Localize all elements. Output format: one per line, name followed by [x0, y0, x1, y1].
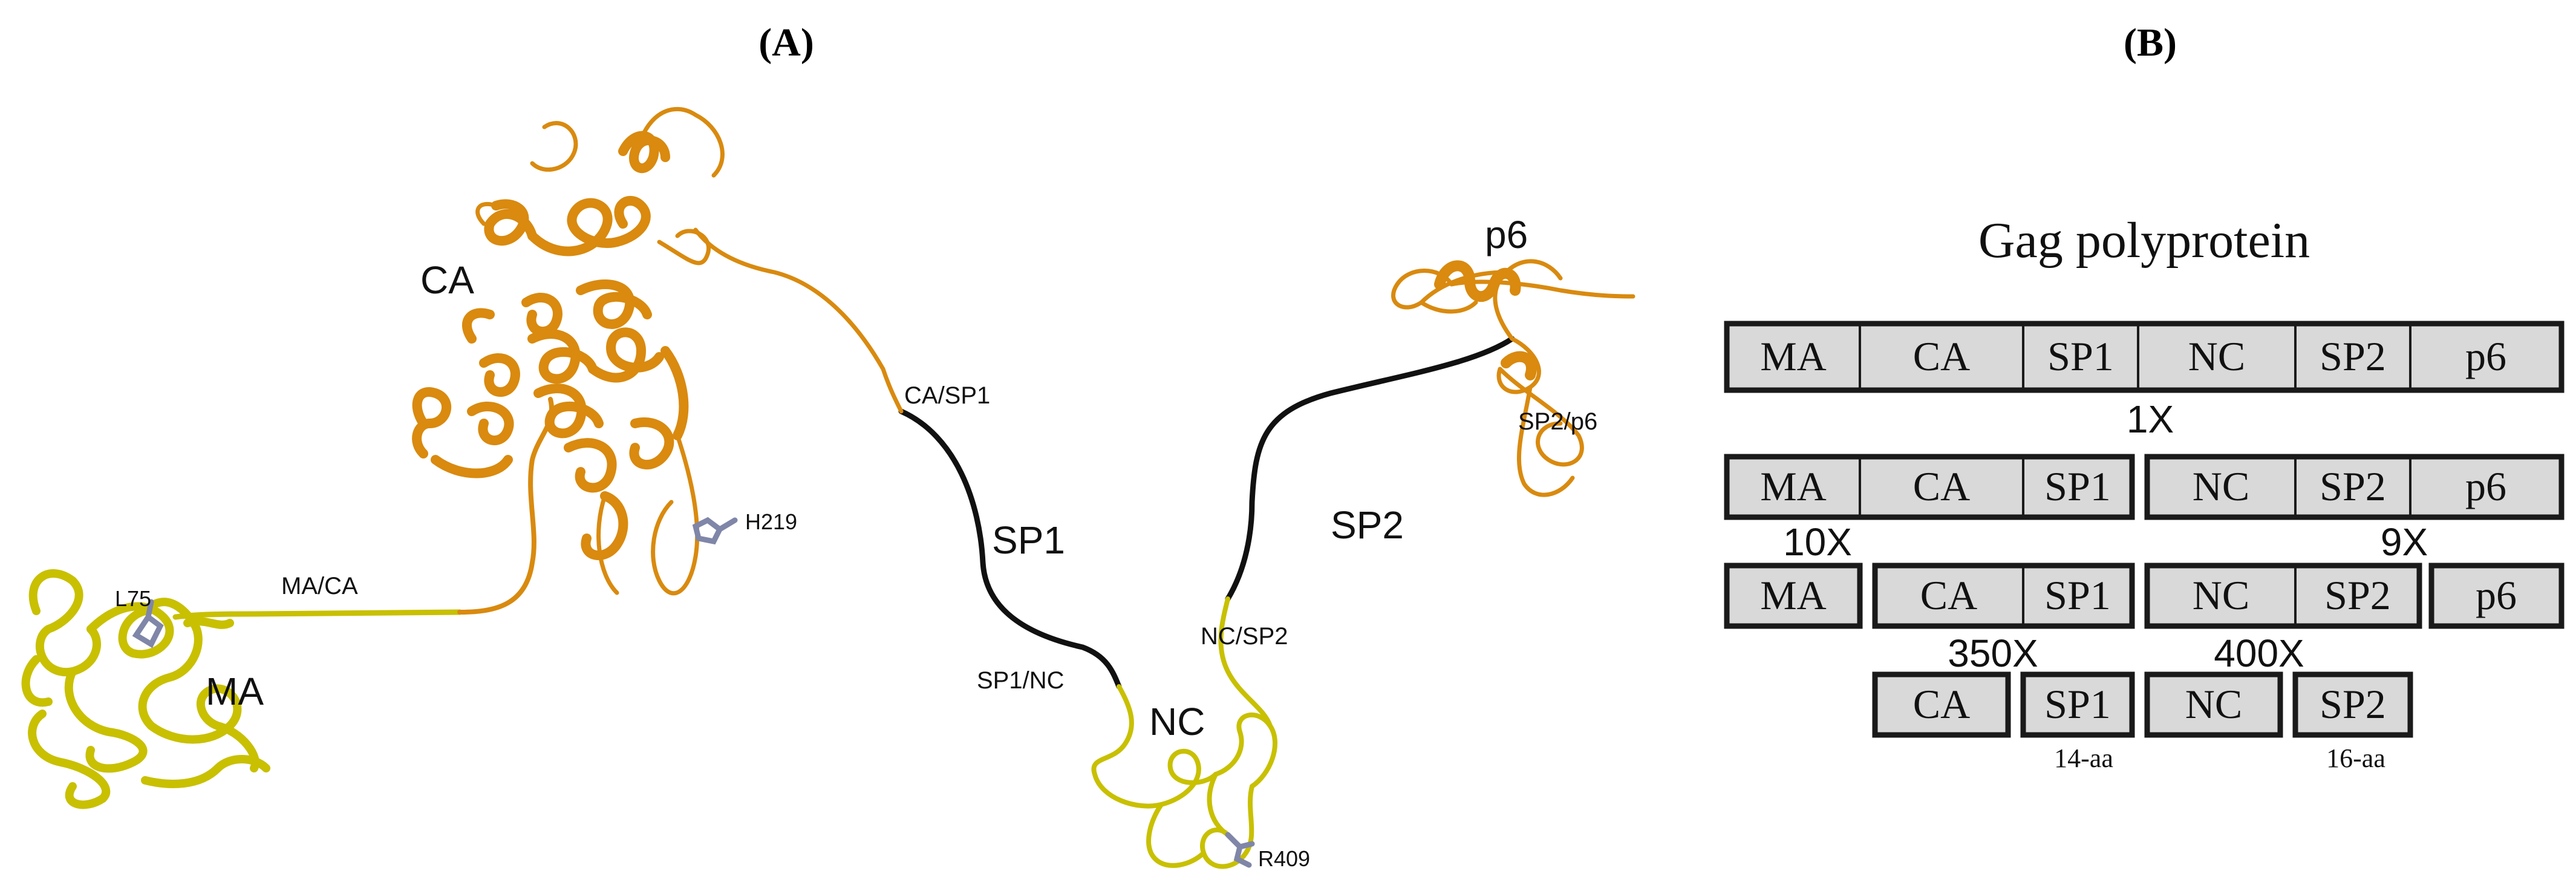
- gag-row-full: MA CA SP1 NC SP2 p6: [1724, 321, 2565, 393]
- residue-l75-sticks: [132, 599, 164, 648]
- row2-sp2: SP2: [2320, 463, 2386, 509]
- sp1-linker: [898, 408, 1122, 690]
- label-nc-domain: NC: [1149, 700, 1205, 743]
- label-sp2-p6-junction: SP2/p6: [1518, 408, 1597, 435]
- row2-ma: MA: [1760, 463, 1827, 509]
- label-nc-sp2-junction: NC/SP2: [1201, 623, 1288, 650]
- row1-sp2: SP2: [2320, 333, 2386, 379]
- label-sp1-nc-junction: SP1/NC: [977, 667, 1065, 694]
- row3-p6: p6: [2476, 572, 2517, 618]
- ma-domain: [21, 569, 270, 809]
- rate-9x: 9X: [2381, 520, 2428, 564]
- sp2-length: 16-aa: [2326, 743, 2385, 773]
- row3-sp1: SP1: [2044, 572, 2111, 618]
- row4-sp1: SP1: [2044, 681, 2111, 727]
- gag-row-ma-ca-sp2-p6-cleaved: MA CA SP1 NC SP2 p6: [1724, 563, 2565, 629]
- nc-domain: [1091, 596, 1277, 869]
- label-ma-domain: MA: [206, 670, 264, 713]
- label-p6-domain: p6: [1485, 213, 1528, 256]
- row1-ma: MA: [1760, 333, 1827, 379]
- ca-loops: [475, 106, 904, 596]
- row4-nc: NC: [2185, 681, 2242, 727]
- row1-p6: p6: [2465, 333, 2506, 379]
- rate-1x: 1X: [2127, 397, 2174, 441]
- label-residue-h219: H219: [745, 509, 797, 534]
- gag-row-fully-processed: CA SP1 NC SP2: [1872, 671, 2413, 738]
- ma-ca-linker-orange: [457, 397, 554, 615]
- residue-h219-sticks: [692, 517, 738, 545]
- row3-ma: MA: [1760, 572, 1827, 618]
- row2-sp1: SP1: [2044, 463, 2111, 509]
- gag-title: Gag polyprotein: [1978, 212, 2310, 269]
- row1-nc: NC: [2188, 333, 2245, 379]
- row3-nc: NC: [2193, 572, 2249, 618]
- label-residue-l75: L75: [115, 586, 151, 611]
- gag-row-sp1-nc-cleaved: MA CA SP1 NC SP2 p6: [1724, 454, 2565, 520]
- row4-ca: CA: [1913, 681, 1970, 727]
- label-ma-ca-junction: MA/CA: [281, 573, 358, 599]
- sp1-length: 14-aa: [2054, 743, 2113, 773]
- rate-10x: 10X: [1783, 520, 1852, 564]
- ca-domain: [412, 131, 689, 560]
- panel-a-label: (A): [758, 21, 814, 65]
- row2-ca: CA: [1913, 463, 1970, 509]
- ma-ca-linker-yellow: [172, 609, 463, 620]
- label-ca-domain: CA: [420, 258, 474, 302]
- residue-r409-sticks: [1225, 832, 1255, 868]
- sp2-linker: [1225, 336, 1515, 602]
- p6-helix: [1434, 260, 1537, 380]
- label-sp1-domain: SP1: [992, 518, 1065, 562]
- p6-domain: [1391, 259, 1635, 497]
- panel-b-label: (B): [2124, 21, 2177, 65]
- row1-ca: CA: [1913, 333, 1970, 379]
- row2-nc: NC: [2193, 463, 2249, 509]
- row3-ca: CA: [1920, 572, 1977, 618]
- rate-350x: 350X: [1948, 632, 2038, 675]
- row4-sp2: SP2: [2320, 681, 2386, 727]
- rate-400x: 400X: [2214, 632, 2304, 675]
- label-ca-sp1-junction: CA/SP1: [904, 382, 990, 409]
- row3-sp2: SP2: [2324, 572, 2391, 618]
- label-sp2-domain: SP2: [1331, 503, 1404, 547]
- label-residue-r409: R409: [1258, 846, 1310, 871]
- row2-p6: p6: [2465, 463, 2506, 509]
- row1-sp1: SP1: [2047, 333, 2114, 379]
